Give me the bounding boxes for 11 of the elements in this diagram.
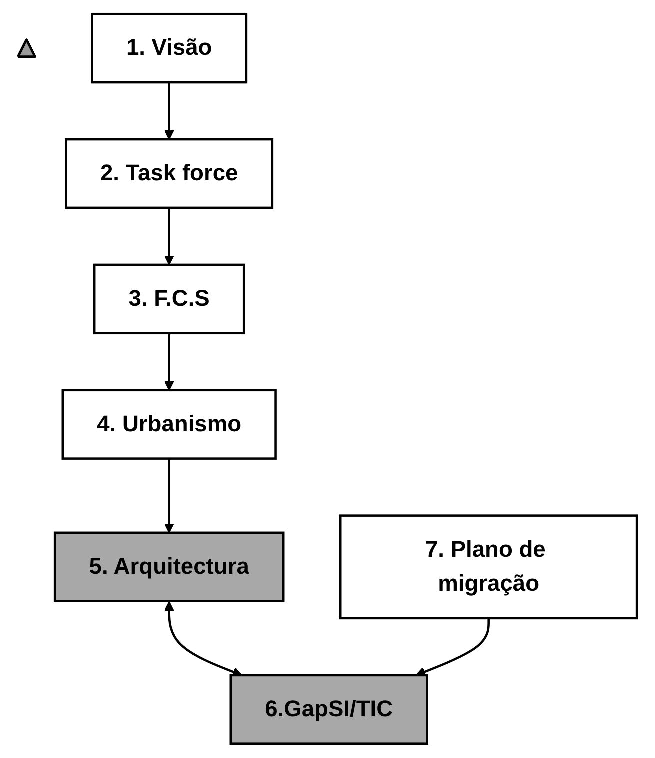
arrow — [164, 333, 174, 391]
node-box: 5. Arquitectura — [54, 532, 285, 602]
node-box: 4. Urbanismo — [62, 389, 277, 460]
node-box: 6.GapSI/TIC — [230, 674, 428, 745]
node-box: 1. Visão — [91, 12, 248, 84]
node-box: 7. Plano de migração — [339, 514, 638, 620]
node-box: 3. F.C.S — [93, 264, 246, 335]
node-box: 2. Task force — [65, 138, 274, 210]
arrow — [164, 208, 174, 266]
arrow — [164, 82, 174, 140]
arrow — [164, 458, 174, 534]
